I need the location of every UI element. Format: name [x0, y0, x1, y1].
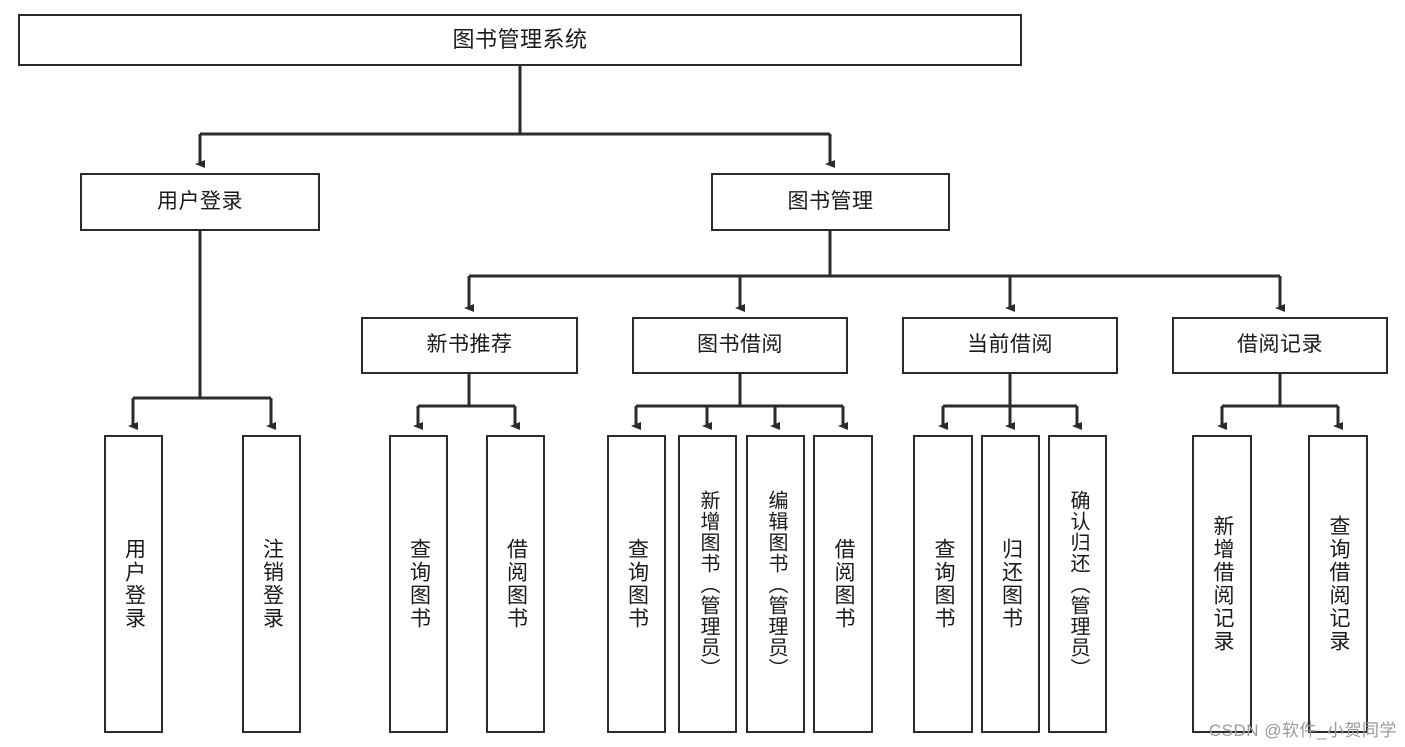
node-label: 借阅记录 [1237, 333, 1323, 357]
node-user-login[interactable]: 用户登录 [80, 173, 320, 231]
node-new-book-recommendation[interactable]: 新书推荐 [361, 317, 578, 374]
node-book-borrowing[interactable]: 图书借阅 [632, 317, 848, 374]
node-root-book-management-system[interactable]: 图书管理系统 [18, 14, 1022, 66]
node-label: 用户登录 [122, 538, 146, 630]
watermark-text: CSDN @软件_小贺同学 [1208, 721, 1397, 740]
leaf-query-book-borrow[interactable]: 查询图书 [607, 435, 666, 733]
leaf-add-book-admin[interactable]: 新增图书（管理员） [678, 435, 737, 733]
leaf-query-borrow-record[interactable]: 查询借阅记录 [1308, 435, 1368, 733]
leaf-logout[interactable]: 注销登录 [242, 435, 301, 733]
node-current-borrowing[interactable]: 当前借阅 [902, 317, 1118, 374]
node-label: 图书管理系统 [452, 27, 588, 53]
node-label: 确认归还（管理员） [1067, 489, 1089, 679]
node-label: 查询图书 [625, 538, 649, 630]
node-label: 归还图书 [999, 538, 1023, 630]
node-label: 借阅图书 [504, 538, 528, 630]
leaf-query-book-new[interactable]: 查询图书 [389, 435, 448, 733]
node-label: 新书推荐 [426, 333, 513, 357]
node-label: 新增图书（管理员） [697, 489, 719, 679]
node-label: 图书借阅 [697, 333, 783, 357]
node-label: 注销登录 [260, 538, 284, 630]
leaf-borrow-book[interactable]: 借阅图书 [813, 435, 873, 733]
node-label: 借阅图书 [832, 538, 856, 630]
node-book-management[interactable]: 图书管理 [711, 173, 950, 231]
node-label: 新增借阅记录 [1211, 515, 1235, 653]
leaf-edit-book-admin[interactable]: 编辑图书（管理员） [746, 435, 805, 733]
node-label: 查询图书 [932, 538, 956, 630]
node-label: 图书管理 [787, 189, 874, 213]
node-label: 查询借阅记录 [1327, 515, 1351, 653]
leaf-borrow-book-new[interactable]: 借阅图书 [486, 435, 545, 733]
leaf-add-borrow-record[interactable]: 新增借阅记录 [1192, 435, 1252, 733]
node-label: 查询图书 [407, 538, 431, 630]
node-borrowing-records[interactable]: 借阅记录 [1172, 317, 1388, 374]
node-label: 用户登录 [157, 189, 243, 213]
leaf-query-book-current[interactable]: 查询图书 [913, 435, 973, 733]
node-label: 当前借阅 [967, 333, 1053, 357]
leaf-return-book[interactable]: 归还图书 [981, 435, 1040, 733]
leaf-confirm-return-admin[interactable]: 确认归还（管理员） [1048, 435, 1107, 733]
leaf-user-login[interactable]: 用户登录 [104, 435, 163, 733]
node-label: 编辑图书（管理员） [765, 489, 787, 679]
